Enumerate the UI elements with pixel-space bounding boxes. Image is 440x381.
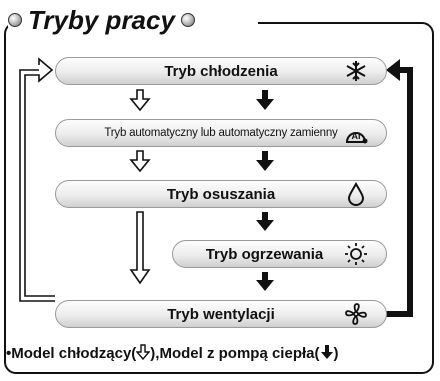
legend-bullet: • — [6, 345, 12, 362]
auto-icon-text: AI — [352, 131, 361, 141]
fan-icon — [342, 300, 370, 328]
mode-cooling: Tryb chłodzenia — [55, 57, 387, 85]
hollow-long-arrow — [129, 211, 151, 285]
mode-drying: Tryb osuszania — [55, 180, 387, 208]
mode-drying-label: Tryb osuszania — [166, 185, 276, 203]
mode-auto-label: Tryb automatyczny lub automatyczny zamie… — [104, 127, 338, 139]
page-title: Tryby pracy — [28, 4, 175, 35]
title-bar: Tryby pracy — [8, 0, 258, 40]
auto-ai-icon: AI — [342, 119, 370, 147]
hollow-arrow-1 — [129, 89, 151, 112]
legend-solid-arrow-icon — [320, 345, 333, 359]
mode-fan-label: Tryb wentylacji — [167, 305, 275, 323]
legend-cooling-model: Model chłodzący( — [11, 345, 137, 362]
solid-arrow-2 — [256, 151, 274, 171]
sun-icon — [342, 240, 370, 268]
solid-arrow-3 — [256, 212, 274, 231]
legend-separator: ), — [150, 345, 160, 362]
mode-fan: Tryb wentylacji — [55, 300, 387, 328]
legend-heatpump-model: Model z pompą ciepła( — [159, 345, 320, 362]
solid-arrow-4 — [256, 272, 274, 291]
mode-auto: Tryb automatyczny lub automatyczny zamie… — [55, 119, 387, 147]
water-drop-icon — [342, 180, 370, 208]
hollow-arrow-2 — [129, 150, 151, 173]
snowflake-icon — [342, 57, 370, 85]
legend-end: ) — [333, 345, 339, 362]
heatpump-model-loop-arrow — [385, 67, 413, 317]
title-right-bullet-icon — [180, 13, 195, 27]
mode-cooling-label: Tryb chłodzenia — [164, 62, 278, 80]
mode-heating-label: Tryb ogrzewania — [205, 245, 324, 263]
title-left-bullet-icon — [8, 13, 22, 27]
legend-hollow-arrow-icon — [135, 344, 151, 361]
solid-arrow-1 — [256, 90, 274, 110]
cooling-model-loop-arrow — [19, 57, 55, 302]
heatpump-loop-arrowhead — [386, 59, 400, 81]
legend: •Model chłodzący(),Model z pompą ciepła(… — [6, 344, 339, 362]
